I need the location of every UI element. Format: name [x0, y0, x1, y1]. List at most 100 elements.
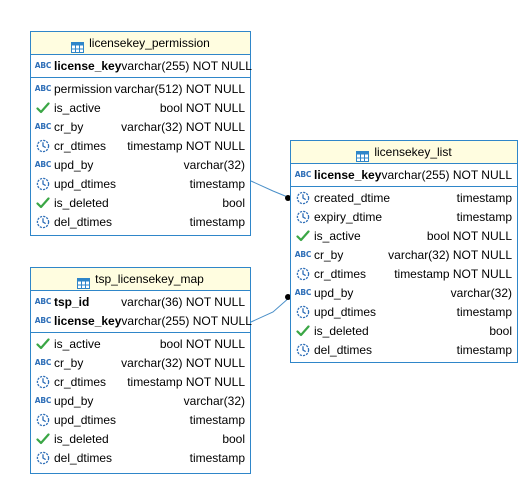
column-row[interactable]: is_deleted bool: [31, 429, 250, 448]
column-row[interactable]: cr_dtimes timestamp NOT NULL: [31, 136, 250, 155]
abc-text-icon: ABC: [294, 168, 312, 182]
column-row[interactable]: is_active bool NOT NULL: [31, 98, 250, 117]
abc-text-icon: ABC: [35, 82, 52, 96]
abc-text-icon: ABC: [35, 314, 52, 328]
column-type: bool NOT NULL: [426, 228, 512, 243]
column-name: created_dtime: [314, 190, 391, 205]
clock-icon: [295, 343, 311, 357]
abc-text-icon: ABC: [34, 295, 52, 309]
column-type: timestamp: [189, 450, 245, 465]
clock-icon: [295, 191, 311, 205]
column-name: is_deleted: [54, 431, 109, 446]
column-name: upd_dtimes: [54, 176, 117, 191]
abc-text-icon-label: ABC: [34, 396, 52, 405]
abc-text-icon-label: ABC: [34, 122, 52, 131]
column-type: varchar(32) NOT NULL: [388, 247, 512, 262]
abc-text-icon-label: ABC: [34, 61, 52, 70]
table-icon: [77, 274, 91, 289]
column-type: varchar(512) NOT NULL: [114, 81, 246, 96]
column-name: cr_by: [314, 247, 344, 262]
abc-text-icon-label: ABC: [294, 288, 312, 297]
abc-text-icon-label: ABC: [294, 170, 312, 179]
column-type: bool NOT NULL: [159, 100, 245, 115]
column-type: varchar(32): [183, 393, 245, 408]
column-name: is_deleted: [54, 195, 109, 210]
column-type: timestamp: [456, 304, 512, 319]
relationship-map-to-list[interactable]: [250, 296, 291, 323]
column-type: timestamp: [189, 214, 245, 229]
column-name: upd_by: [54, 157, 94, 172]
abc-text-icon-label: ABC: [34, 160, 52, 169]
column-row[interactable]: upd_dtimes timestamp: [31, 174, 250, 193]
abc-text-icon-label: ABC: [294, 250, 312, 259]
column-name: is_active: [54, 336, 101, 351]
abc-text-icon: ABC: [294, 286, 312, 300]
column-name: license_key: [314, 167, 382, 182]
column-name: license_key: [54, 313, 122, 328]
column-name: cr_by: [54, 355, 84, 370]
column-name: is_active: [314, 228, 361, 243]
column-type: timestamp NOT NULL: [127, 138, 245, 153]
column-type: timestamp: [189, 176, 245, 191]
checkmark-icon: [35, 432, 51, 446]
column-type: bool: [222, 431, 245, 446]
column-type: varchar(32): [183, 157, 245, 172]
column-name: upd_by: [314, 285, 354, 300]
column-row[interactable]: is_active bool NOT NULL: [291, 226, 517, 245]
abc-text-icon: ABC: [34, 59, 52, 73]
column-row[interactable]: upd_dtimes timestamp: [31, 410, 250, 429]
entity-header[interactable]: licensekey_permission: [31, 32, 250, 55]
relationship-permission-to-list[interactable]: [250, 180, 291, 199]
column-type: bool NOT NULL: [159, 336, 245, 351]
entity-header[interactable]: licensekey_list: [291, 141, 517, 164]
entity-title: licensekey_permission: [89, 36, 210, 50]
column-name: cr_by: [54, 119, 84, 134]
abc-text-icon: ABC: [35, 356, 52, 370]
column-name: cr_dtimes: [54, 138, 107, 153]
table-icon: [71, 38, 85, 53]
column-type: timestamp: [189, 412, 245, 427]
column-name: upd_dtimes: [54, 412, 117, 427]
column-row[interactable]: is_active bool NOT NULL: [31, 334, 250, 353]
clock-icon: [35, 215, 51, 229]
abc-text-icon: ABC: [34, 394, 52, 408]
column-type: varchar(255) NOT NULL: [381, 167, 513, 182]
column-type: varchar(36) NOT NULL: [121, 294, 245, 309]
column-type: bool: [489, 323, 512, 338]
entity-header[interactable]: tsp_licensekey_map: [31, 268, 250, 291]
column-name: is_active: [54, 100, 101, 115]
abc-text-icon-label: ABC: [34, 297, 52, 306]
column-row[interactable]: created_dtime timestamp: [291, 188, 517, 207]
checkmark-icon: [35, 101, 51, 115]
relationship-endpoint-dot: [285, 195, 291, 201]
column-type: timestamp: [456, 190, 512, 205]
